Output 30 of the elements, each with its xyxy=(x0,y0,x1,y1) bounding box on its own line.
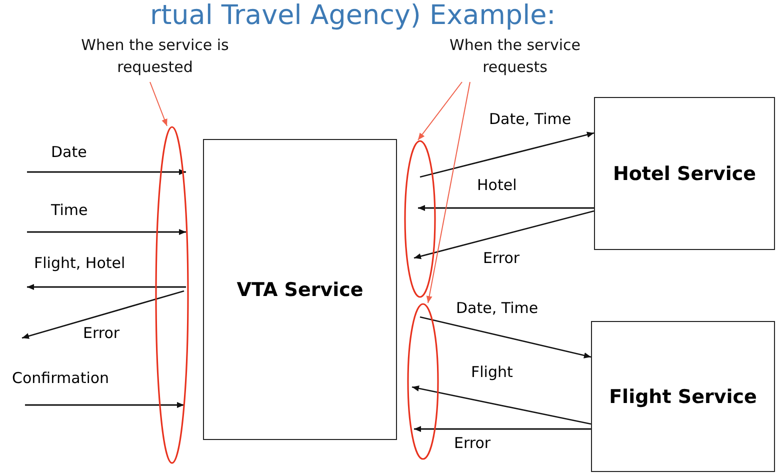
ellipse-outline xyxy=(404,140,436,298)
arrow xyxy=(420,316,592,358)
arrow xyxy=(22,290,184,339)
service-box xyxy=(591,321,775,472)
arrow xyxy=(418,205,594,211)
ellipse-outline xyxy=(155,126,189,464)
callout-text: When the service is requested xyxy=(55,34,255,82)
edge-label: Date, Time xyxy=(455,299,540,317)
service-name: Flight Service xyxy=(608,384,758,410)
arrow xyxy=(27,284,186,290)
leader-line xyxy=(426,82,470,304)
ellipse-outline xyxy=(407,303,439,460)
arrow xyxy=(414,426,591,432)
leader-line xyxy=(418,82,462,140)
arrow xyxy=(420,132,594,178)
title: rtual Travel Agency) Example: xyxy=(150,0,556,31)
service-name: VTA Service xyxy=(236,278,364,302)
service-box xyxy=(594,97,775,250)
edge-label: Flight, Hotel xyxy=(33,254,126,272)
edge-label: Flight xyxy=(470,363,514,381)
service-name: Hotel Service xyxy=(612,162,758,186)
arrow xyxy=(25,402,184,408)
arrow xyxy=(27,229,186,235)
arrow xyxy=(412,385,592,425)
service-box xyxy=(203,139,397,440)
edge-label: Date, Time xyxy=(488,110,572,128)
leader-line xyxy=(150,82,168,126)
callout-text: When the service requests xyxy=(420,34,610,82)
arrow xyxy=(27,169,186,175)
arrow xyxy=(414,210,594,260)
